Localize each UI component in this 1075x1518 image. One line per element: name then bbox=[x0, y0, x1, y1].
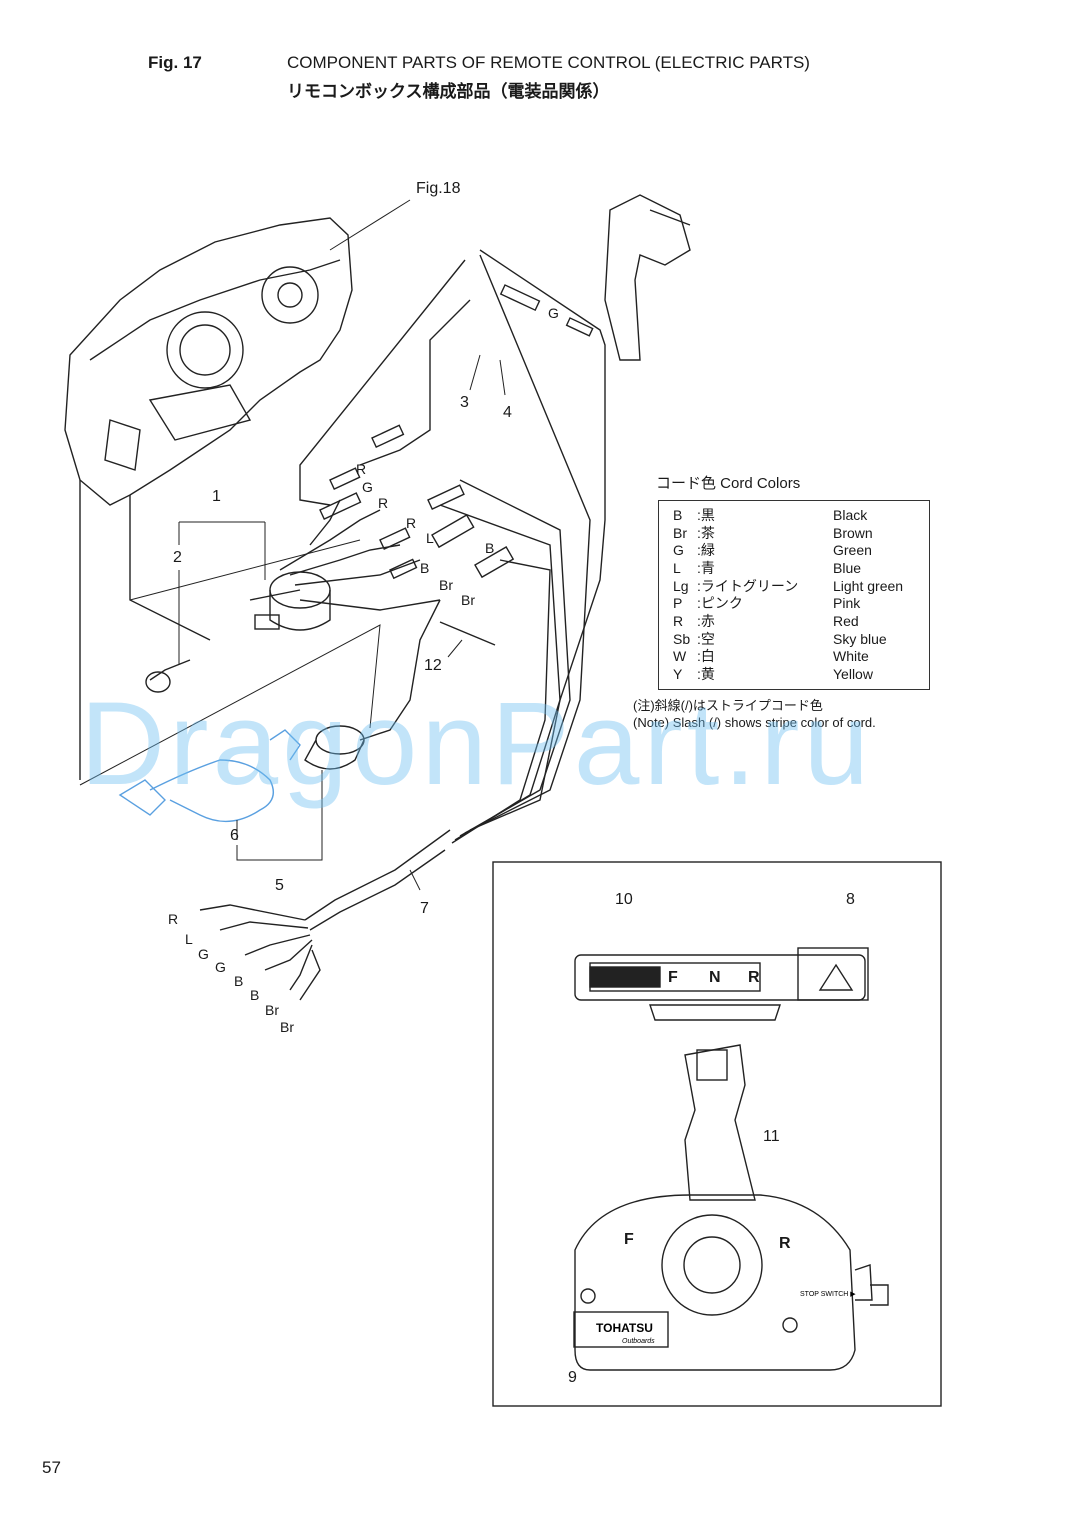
legend-jp: :茶 bbox=[697, 525, 715, 541]
legend-jp: :空 bbox=[697, 631, 715, 647]
legend-en: White bbox=[833, 648, 869, 664]
legend-code: Y bbox=[673, 666, 683, 682]
wire-end-label-br2: Br bbox=[280, 1019, 294, 1035]
legend-en: Pink bbox=[833, 595, 861, 611]
callout-12: 12 bbox=[424, 657, 442, 674]
handle-label-r: R bbox=[779, 1235, 791, 1252]
wire-end-label-b: B bbox=[234, 973, 243, 989]
legend-code: G bbox=[673, 542, 684, 558]
legend-en: Sky blue bbox=[833, 631, 887, 647]
legend-en: Yellow bbox=[833, 666, 873, 682]
cable-tie bbox=[439, 621, 496, 646]
ignition-key bbox=[145, 659, 191, 693]
fig-18-reference: Fig.18 bbox=[416, 180, 461, 197]
legend-jp: :黄 bbox=[697, 666, 715, 682]
wire-label-g-top: G bbox=[548, 305, 559, 321]
callout-6: 6 bbox=[230, 827, 239, 844]
wire-end-label-g: G bbox=[198, 946, 209, 962]
legend-en: Red bbox=[833, 613, 859, 629]
legend-jp: :黒 bbox=[697, 507, 715, 523]
page-title-english: COMPONENT PARTS OF REMOTE CONTROL (ELECT… bbox=[287, 53, 810, 72]
stop-switch bbox=[304, 725, 365, 770]
legend-en: Blue bbox=[833, 560, 862, 576]
stop-switch-label: STOP SWITCH ▶ bbox=[800, 1291, 856, 1298]
control-grip-outline bbox=[604, 194, 691, 361]
stripe-note-japanese: (注)斜線(/)はストライプコード色 bbox=[633, 698, 823, 713]
callout-5: 5 bbox=[275, 877, 284, 894]
wire-end-label-l: L bbox=[185, 931, 193, 947]
legend-jp: :赤 bbox=[697, 613, 715, 629]
shift-indicator-plate bbox=[574, 947, 869, 1021]
wire-color-labels: G R G R R L B B Br Br R L G G B B Br Br bbox=[168, 305, 559, 1035]
wire-label-br2: Br bbox=[461, 592, 475, 608]
callout-4: 4 bbox=[503, 404, 512, 421]
wire-label-b2: B bbox=[420, 560, 429, 576]
legend-en: Brown bbox=[833, 525, 873, 541]
wire-label-r1: R bbox=[356, 461, 366, 477]
callout-11: 11 bbox=[763, 1128, 780, 1145]
wire-label-r2: R bbox=[378, 495, 388, 511]
callout-leader-lines bbox=[79, 199, 506, 891]
callout-3: 3 bbox=[460, 394, 469, 411]
callout-numbers: Fig.18 1 2 3 4 5 6 7 8 9 10 11 12 bbox=[173, 180, 855, 1386]
wire-label-b1: B bbox=[485, 540, 494, 556]
legend-code: B bbox=[673, 507, 683, 523]
callout-7: 7 bbox=[420, 900, 429, 917]
wire-end-label-b2: B bbox=[250, 987, 259, 1003]
callout-9: 9 bbox=[568, 1369, 577, 1386]
stripe-note-english: (Note) Slash (/) shows stripe color of c… bbox=[633, 715, 876, 730]
ignition-switch bbox=[254, 571, 331, 631]
legend-jp: :ピンク bbox=[697, 595, 743, 611]
legend-jp: :青 bbox=[697, 560, 715, 576]
control-handle bbox=[573, 1044, 889, 1371]
cord-colors-legend: B :黒 Black Br :茶 Brown G :緑 Green L :青 B… bbox=[658, 500, 930, 690]
wire-label-l1: L bbox=[426, 530, 434, 546]
cord-colors-title: コード色 Cord Colors bbox=[656, 475, 801, 492]
warning-triangle-icon bbox=[818, 963, 854, 991]
legend-jp: :ライトグリーン bbox=[697, 578, 799, 594]
legend-jp: :白 bbox=[697, 648, 715, 664]
legend-en: Green bbox=[833, 542, 872, 558]
main-cable bbox=[199, 829, 451, 1001]
page-title-japanese: リモコンボックス構成部品（電装品関係） bbox=[287, 82, 610, 101]
brand-logo-text: TOHATSU bbox=[596, 1321, 653, 1335]
brand-logo-subtext: Outboards bbox=[622, 1338, 655, 1345]
shift-label-n: N bbox=[709, 969, 721, 986]
wire-end-label-br: Br bbox=[265, 1002, 279, 1018]
shift-label-r: R bbox=[748, 969, 760, 986]
page-number: 57 bbox=[42, 1458, 61, 1477]
handle-label-f: F bbox=[624, 1231, 634, 1248]
watermark: DragonPart.ru bbox=[80, 678, 874, 810]
wire-label-r3: R bbox=[406, 515, 416, 531]
legend-jp: :緑 bbox=[697, 542, 715, 558]
legend-code: R bbox=[673, 613, 684, 629]
callout-1: 1 bbox=[212, 488, 221, 505]
legend-code: Sb bbox=[673, 631, 691, 647]
legend-code: Lg bbox=[673, 578, 689, 594]
legend-code: Br bbox=[673, 525, 687, 541]
shift-label-f: F bbox=[668, 969, 678, 986]
remote-box-housing bbox=[64, 217, 353, 780]
callout-2: 2 bbox=[173, 549, 182, 566]
wire-end-label-r: R bbox=[168, 911, 178, 927]
bullet-connectors bbox=[319, 284, 594, 580]
inset-panel-frame bbox=[492, 861, 942, 1407]
figure-number: Fig. 17 bbox=[148, 53, 202, 72]
legend-en: Black bbox=[833, 507, 868, 523]
wire-label-br1: Br bbox=[439, 577, 453, 593]
wire-label-g1: G bbox=[362, 479, 373, 495]
callout-8: 8 bbox=[846, 891, 855, 908]
callout-10: 10 bbox=[615, 891, 633, 908]
legend-code: W bbox=[673, 648, 687, 664]
legend-en: Light green bbox=[833, 578, 904, 594]
legend-code: P bbox=[673, 595, 683, 611]
lanyard-cord bbox=[118, 729, 301, 823]
wire-harness bbox=[249, 249, 606, 844]
wire-end-label-g2: G bbox=[215, 959, 226, 975]
legend-code: L bbox=[673, 560, 681, 576]
